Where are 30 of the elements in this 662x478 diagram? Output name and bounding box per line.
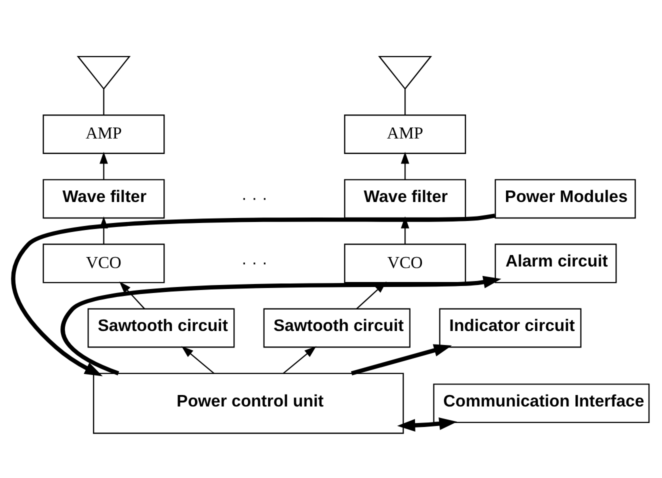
node-box: Power control unit <box>92 372 404 434</box>
node-box: Indicator circuit <box>439 308 582 348</box>
node-picture <box>378 55 432 90</box>
node-box: Wave filter <box>344 178 466 218</box>
arrow <box>100 216 108 244</box>
node-picture <box>76 55 131 90</box>
arrow <box>11 213 496 376</box>
arrow <box>400 216 410 244</box>
node-box: Communication Interface <box>433 383 650 423</box>
arrow <box>119 280 145 309</box>
arrow <box>397 416 458 432</box>
node-box: Power Modules <box>494 178 636 218</box>
arrow <box>181 346 214 374</box>
node-box: Alarm circuit <box>494 243 617 283</box>
label: · · · <box>241 188 268 207</box>
arrow <box>350 344 452 375</box>
node-box: AMP <box>42 114 165 154</box>
connector <box>404 88 406 115</box>
arrow <box>283 346 316 374</box>
connector <box>103 88 104 115</box>
arrow <box>400 151 410 180</box>
node-box: VCO <box>42 243 165 283</box>
node-box: AMP <box>344 114 466 154</box>
node-box: Sawtooth circuit <box>88 308 235 348</box>
arrow <box>60 275 502 375</box>
node-box: VCO <box>344 243 466 283</box>
label: · · · <box>241 252 268 272</box>
node-box: Wave filter <box>42 178 165 218</box>
node-box: Sawtooth circuit <box>263 308 410 348</box>
arrow <box>100 151 108 180</box>
